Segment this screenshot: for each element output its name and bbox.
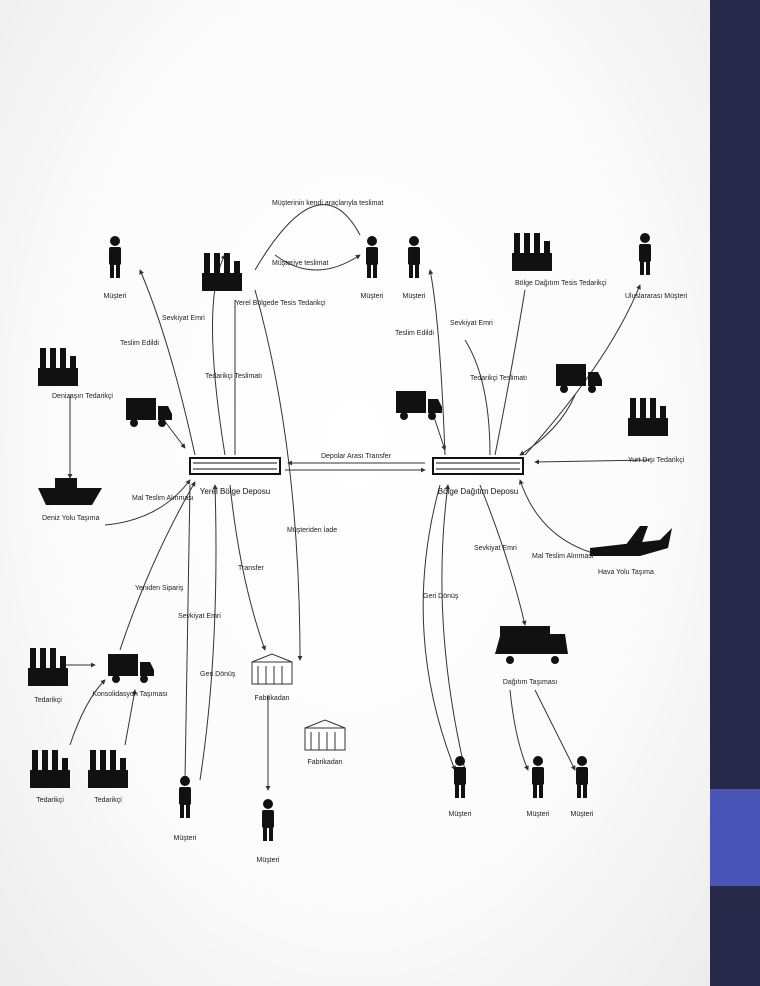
factory-icon bbox=[30, 750, 70, 788]
svg-text:Tedarikçi: Tedarikçi bbox=[36, 797, 64, 804]
svg-text:Tedarikçi: Tedarikçi bbox=[94, 797, 122, 804]
edge-label: Teslim Edildi bbox=[395, 330, 434, 337]
person-icon bbox=[532, 756, 544, 798]
factory-top-right: Bölge Dağıtım Tesis Tedarikçi bbox=[512, 233, 607, 287]
svg-text:Uluslararası Müşteri: Uluslararası Müşteri bbox=[625, 293, 688, 300]
customer-bottom-center: Müşteri bbox=[257, 799, 280, 864]
truck-icon bbox=[108, 654, 154, 683]
depot-bottom-center-2: Fabrikadan bbox=[304, 719, 346, 766]
edge-label: Tedarikçi Teslimatı bbox=[205, 373, 262, 380]
center-transfer-label: Depolar Arası Transfer bbox=[321, 453, 392, 460]
factory-icon bbox=[628, 398, 668, 436]
svg-text:Denizaşırı Tedarikçi: Denizaşırı Tedarikçi bbox=[52, 393, 113, 400]
edge-label: Geri Dönüş bbox=[423, 593, 459, 600]
svg-text:Müşteri: Müşteri bbox=[361, 293, 384, 300]
factory-bl1: Tedarikçi bbox=[28, 648, 68, 704]
plane-icon bbox=[590, 528, 672, 556]
warehouse-icon bbox=[304, 719, 346, 751]
plane: Hava Yolu Taşıma bbox=[590, 526, 672, 576]
truck-bottom-left: Konsolidasyon Taşıması bbox=[92, 654, 168, 698]
note-top-a: Müşterinin kendi araçlarıyla teslimat bbox=[272, 200, 383, 207]
factory-left: Denizaşırı Tedarikçi bbox=[38, 348, 113, 400]
svg-text:Konsolidasyon Taşıması: Konsolidasyon Taşıması bbox=[92, 691, 167, 698]
supply-chain-diagram: Yerel Bölge Deposu Bölge Dağıtım Deposu … bbox=[28, 200, 688, 864]
edge-label: Tedarikçi Teslimatı bbox=[470, 375, 527, 382]
factory-icon bbox=[88, 750, 128, 788]
svg-text:Müşteri: Müşteri bbox=[174, 835, 197, 842]
edge-label: Mal Teslim Alınması bbox=[132, 495, 194, 502]
factory-icon bbox=[512, 233, 552, 271]
ship: Deniz Yolu Taşıma bbox=[38, 478, 102, 522]
truck-top-left bbox=[126, 398, 172, 427]
sidebar-accent-block bbox=[710, 789, 760, 886]
svg-text:Müşteri: Müşteri bbox=[104, 293, 127, 300]
truck-icon bbox=[396, 391, 442, 420]
truck-icon bbox=[126, 398, 172, 427]
ship-icon bbox=[38, 488, 102, 505]
depot-bottom-center: Fabrikadan bbox=[251, 653, 293, 702]
truck-top-right bbox=[396, 391, 442, 420]
customer-bottom-left: Müşteri bbox=[174, 776, 197, 842]
edge-label: Mal Teslim Alınması bbox=[532, 553, 594, 560]
factory-icon bbox=[38, 348, 78, 386]
factory-bl3: Tedarikçi bbox=[88, 750, 128, 804]
person-icon bbox=[109, 236, 121, 278]
edge-label: Sevkiyat Emri bbox=[450, 320, 493, 327]
svg-text:Tedarikçi: Tedarikçi bbox=[34, 697, 62, 704]
customer-top-center: Müşteri bbox=[361, 236, 384, 300]
note-top-b: Müşteriye teslimat bbox=[272, 260, 328, 267]
svg-text:Fabrikadan: Fabrikadan bbox=[307, 759, 342, 766]
person-icon bbox=[262, 799, 274, 841]
edge-label: Sevkiyat Emri bbox=[178, 613, 221, 620]
svg-text:Müşteri: Müşteri bbox=[571, 811, 594, 818]
customer-top-right1: Müşteri bbox=[403, 236, 426, 300]
person-icon bbox=[366, 236, 378, 278]
svg-text:Yurt Dışı Tedarikçi: Yurt Dışı Tedarikçi bbox=[628, 457, 685, 464]
edge-label: Transfer bbox=[238, 565, 264, 572]
factory-bl2: Tedarikçi bbox=[30, 750, 70, 804]
svg-text:Müşteri: Müşteri bbox=[403, 293, 426, 300]
svg-text:Müşteri: Müşteri bbox=[449, 811, 472, 818]
left-hub-label: Yerel Bölge Deposu bbox=[200, 487, 270, 496]
factory-right: Yurt Dışı Tedarikçi bbox=[628, 398, 685, 464]
factory-icon bbox=[202, 253, 242, 291]
svg-text:Deniz Yolu Taşıma: Deniz Yolu Taşıma bbox=[42, 515, 100, 522]
edge-label: Teslim Edildi bbox=[120, 340, 159, 347]
warehouse-icon bbox=[251, 653, 293, 685]
customer-top-left: Müşteri bbox=[104, 236, 127, 300]
svg-text:Fabrikadan: Fabrikadan bbox=[254, 695, 289, 702]
right-hub-label: Bölge Dağıtım Deposu bbox=[438, 487, 519, 496]
svg-text:Dağıtım Taşıması: Dağıtım Taşıması bbox=[503, 679, 557, 686]
truck-right: Dağıtım Taşıması bbox=[495, 626, 568, 686]
person-icon bbox=[576, 756, 588, 798]
svg-text:Müşteri: Müşteri bbox=[527, 811, 550, 818]
edge-label: Sevkiyat Emri bbox=[162, 315, 205, 322]
edge-label: Yeniden Sipariş bbox=[135, 585, 184, 592]
edge-label: Müşteriden İade bbox=[287, 525, 337, 534]
slide-background bbox=[0, 0, 710, 986]
edge-label: Sevkiyat Emri bbox=[474, 545, 517, 552]
svg-text:Müşteri: Müşteri bbox=[257, 857, 280, 864]
customer-bottom-right3: Müşteri bbox=[571, 756, 594, 818]
svg-text:Bölge Dağıtım Tesis Tedarikçi: Bölge Dağıtım Tesis Tedarikçi bbox=[515, 280, 607, 287]
person-icon bbox=[408, 236, 420, 278]
right-hub: Bölge Dağıtım Deposu bbox=[432, 457, 524, 496]
truck-icon bbox=[500, 626, 550, 654]
person-icon bbox=[454, 756, 466, 798]
svg-text:Hava Yolu Taşıma: Hava Yolu Taşıma bbox=[598, 569, 654, 576]
edge-labels: Teslim Edildi Sevkiyat Emri Tedarikçi Te… bbox=[120, 315, 594, 678]
left-hub: Yerel Bölge Deposu bbox=[189, 457, 281, 496]
svg-text:Yerel Bölgede Tesis Tedarikçi: Yerel Bölgede Tesis Tedarikçi bbox=[235, 300, 326, 307]
customer-bottom-right1: Müşteri bbox=[449, 756, 472, 818]
customer-bottom-right2: Müşteri bbox=[527, 756, 550, 818]
customer-top-right2: Uluslararası Müşteri bbox=[625, 233, 688, 300]
edge-label: Geri Dönüş bbox=[200, 671, 236, 678]
person-icon bbox=[639, 233, 651, 275]
factory-icon bbox=[28, 648, 68, 686]
factory-top-center: Yerel Bölgede Tesis Tedarikçi bbox=[202, 253, 326, 307]
person-icon bbox=[179, 776, 191, 818]
